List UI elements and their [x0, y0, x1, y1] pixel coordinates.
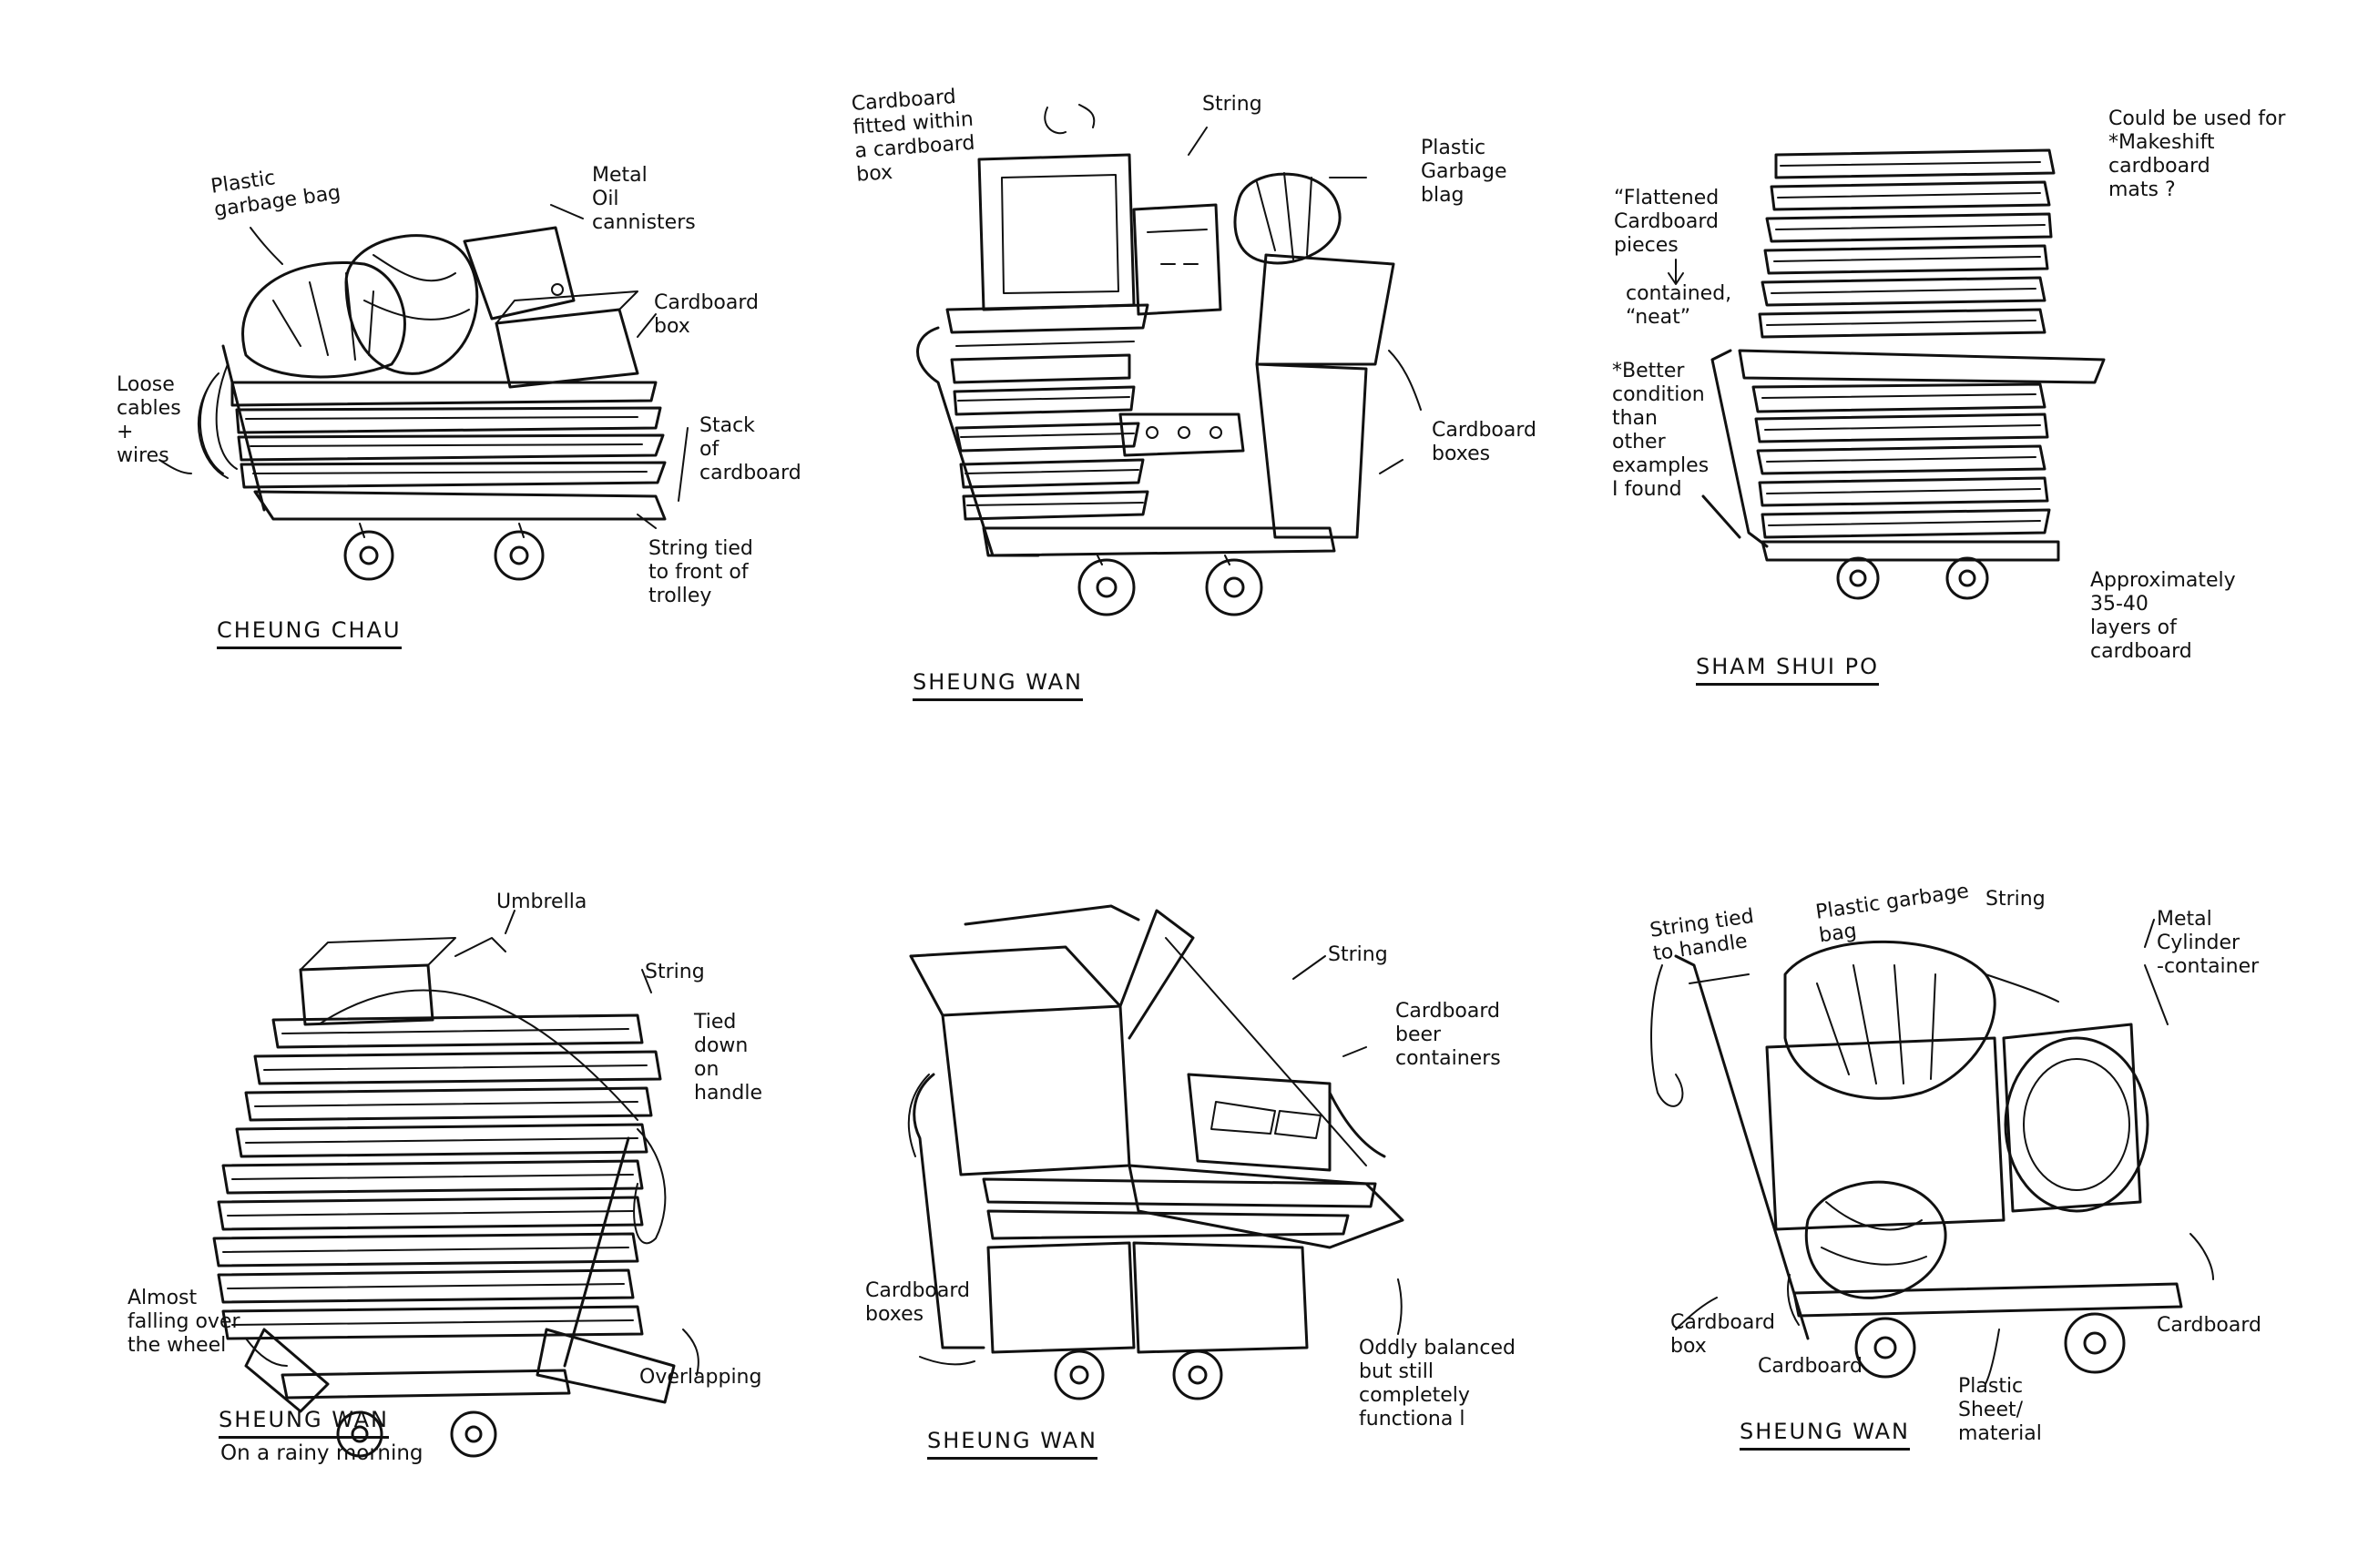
panel-sheung-wan-4: String tied to handle Plastic garbage ba… [1585, 820, 2368, 1568]
note-cardboard-boxes: Cardboard boxes [1432, 419, 1536, 465]
trolley-sketch-sham-shui-po [1668, 148, 2106, 600]
note-metal-cylinder-container: Metal Cylinder -container [2157, 908, 2260, 978]
trolley-sketch-cheung-chau [158, 204, 689, 581]
note-metal-oil-cannisters: Metal Oil cannisters [592, 164, 696, 234]
note-cardboard-beer-containers: Cardboard beer containers [1395, 1000, 1501, 1070]
note-cardboard-box: Cardboard box [1670, 1311, 1775, 1358]
location-label: SHEUNG WAN [913, 669, 1083, 701]
location-label: SHEUNG WAN [927, 1428, 1097, 1460]
note-cardboard-left: Cardboard [1758, 1355, 1863, 1378]
trolley-sketch-sheung-wan-4 [1650, 919, 2214, 1385]
note-stack-of-cardboard: Stack of cardboard [699, 414, 801, 484]
note-cardboard-box: Cardboard box [654, 291, 759, 338]
note-contained-neat: contained, “neat” [1626, 282, 1732, 329]
note-better-condition: *Better condition than other examples I … [1612, 360, 1710, 501]
note-string: String [645, 961, 705, 983]
note-cardboard-fitted-within: Cardboard fitted within a cardboard box [851, 85, 976, 187]
trolley-sketch-sheung-wan-3 [907, 904, 1404, 1400]
note-cardboard-right: Cardboard [2157, 1314, 2261, 1337]
location-label: SHAM SHUI PO [1696, 654, 1879, 686]
location-label: SHEUNG WAN [219, 1407, 389, 1439]
note-could-be-used-for: Could be used for *Makeshift cardboard m… [2108, 107, 2286, 201]
note-tied-down-on-handle: Tied down on handle [694, 1011, 762, 1105]
trolley-sketch-sheung-wan-1 [916, 104, 1422, 616]
note-cardboard-boxes: Cardboard boxes [865, 1279, 970, 1326]
panel-cheung-chau: Plastic garbage bag Metal Oil cannisters… [0, 0, 801, 728]
note-overlapping: Overlapping [639, 1366, 762, 1389]
note-string-tied-front: String tied to front of trolley [648, 537, 753, 607]
note-string: String [1328, 943, 1388, 966]
note-plastic-garbage-blag: Plastic Garbage blag [1421, 137, 1507, 207]
note-almost-falling: Almost falling over the wheel [128, 1287, 240, 1357]
subtitle-rainy-morning: On a rainy morning [220, 1441, 424, 1465]
panel-sheung-wan-3: String Cardboard beer containers Cardboa… [783, 820, 1603, 1568]
note-plastic-sheet-material: Plastic Sheet/ material [1958, 1375, 2042, 1445]
note-loose-cables: Loose cables + wires [117, 373, 181, 467]
note-umbrella: Umbrella [496, 891, 587, 913]
location-label: SHEUNG WAN [1740, 1419, 1910, 1451]
trolley-sketch-sheung-wan-2 [212, 910, 699, 1458]
panel-sheung-wan-2: Umbrella String Tied down on handle Almo… [0, 820, 783, 1568]
note-string: String [1985, 888, 2046, 911]
location-label: CHEUNG CHAU [217, 617, 402, 649]
note-oddly-balanced: Oddly balanced but still completely func… [1359, 1337, 1516, 1431]
note-flattened-cardboard: “Flattened Cardboard pieces [1614, 187, 1720, 257]
panel-sheung-wan-1: Cardboard fitted within a cardboard box … [783, 0, 1603, 728]
panel-sham-shui-po: “Flattened Cardboard pieces contained, “… [1585, 0, 2368, 728]
note-approx-layers: Approximately 35-40 layers of cardboard [2090, 569, 2236, 663]
note-string: String [1202, 93, 1262, 116]
